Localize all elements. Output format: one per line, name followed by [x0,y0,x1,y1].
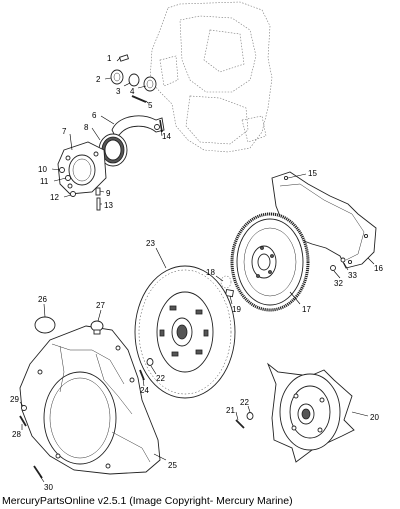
callout-label: 7 [62,127,67,136]
callout-label: 15 [308,169,317,178]
callout-label: 6 [92,111,97,120]
engine-block-outline [149,1,273,153]
callout-label: 5 [148,101,153,110]
housing-plug-part [34,316,56,334]
callout-label: 28 [12,430,21,439]
callout-label: 27 [96,301,105,310]
dowel-part [95,187,101,211]
callout-label: 10 [38,165,47,174]
flywheel-part [230,212,310,312]
callout-label: 26 [38,295,47,304]
callout-label: 1 [107,54,112,63]
drive-plate-part [134,265,236,399]
plug-part [128,73,157,92]
pilot-bearing-part [220,275,234,298]
callout-label: 16 [374,264,383,273]
callout-label: 9 [106,189,111,198]
callout-label: 29 [10,395,19,404]
callout-label: 2 [96,75,101,84]
callout-label: 13 [104,201,113,210]
housing-screw-part [19,405,43,479]
callout-label: 21 [226,406,235,415]
bolt-part [119,54,129,62]
housing-bolt-part [139,358,154,381]
callout-label: 3 [116,87,121,96]
callout-label: 22 [156,374,165,383]
callout-label: 17 [302,305,311,314]
copyright-caption: MercuryPartsOnline v2.5.1 (Image Copyrig… [2,495,293,507]
cover-screw-part [330,257,346,271]
callout-label: 4 [130,87,135,96]
callout-label: 22 [240,398,249,407]
callout-label: 18 [206,268,215,277]
callout-label: 11 [40,177,49,186]
callout-label: 30 [44,483,53,492]
screw-part [59,167,76,197]
callout-labels: 1 2 3 4 5 6 7 8 9 10 11 12 13 14 15 16 1… [10,54,383,492]
callout-label: 19 [232,305,241,314]
callout-label: 20 [370,413,379,422]
callout-label: 8 [84,123,89,132]
callout-label: 25 [168,461,177,470]
callout-label: 12 [50,193,59,202]
callout-label: 24 [140,386,149,395]
seal-housing-part [57,141,107,195]
callout-label: 14 [162,132,171,141]
leader-lines [19,57,375,483]
coupler-part [266,362,355,463]
callout-label: 33 [348,271,357,280]
screw-part [159,119,163,133]
coupler-bolt-part [235,412,254,429]
rear-bracket-part [111,115,165,139]
callout-label: 32 [334,279,343,288]
stud-part [131,95,147,103]
exploded-parts-diagram: 1 2 3 4 5 6 7 8 9 10 11 12 13 14 15 16 1… [10,1,383,492]
flywheel-housing-part [19,325,161,475]
seal-ring-part [110,69,124,85]
housing-cap-part [90,320,104,335]
callout-label: 23 [146,239,155,248]
